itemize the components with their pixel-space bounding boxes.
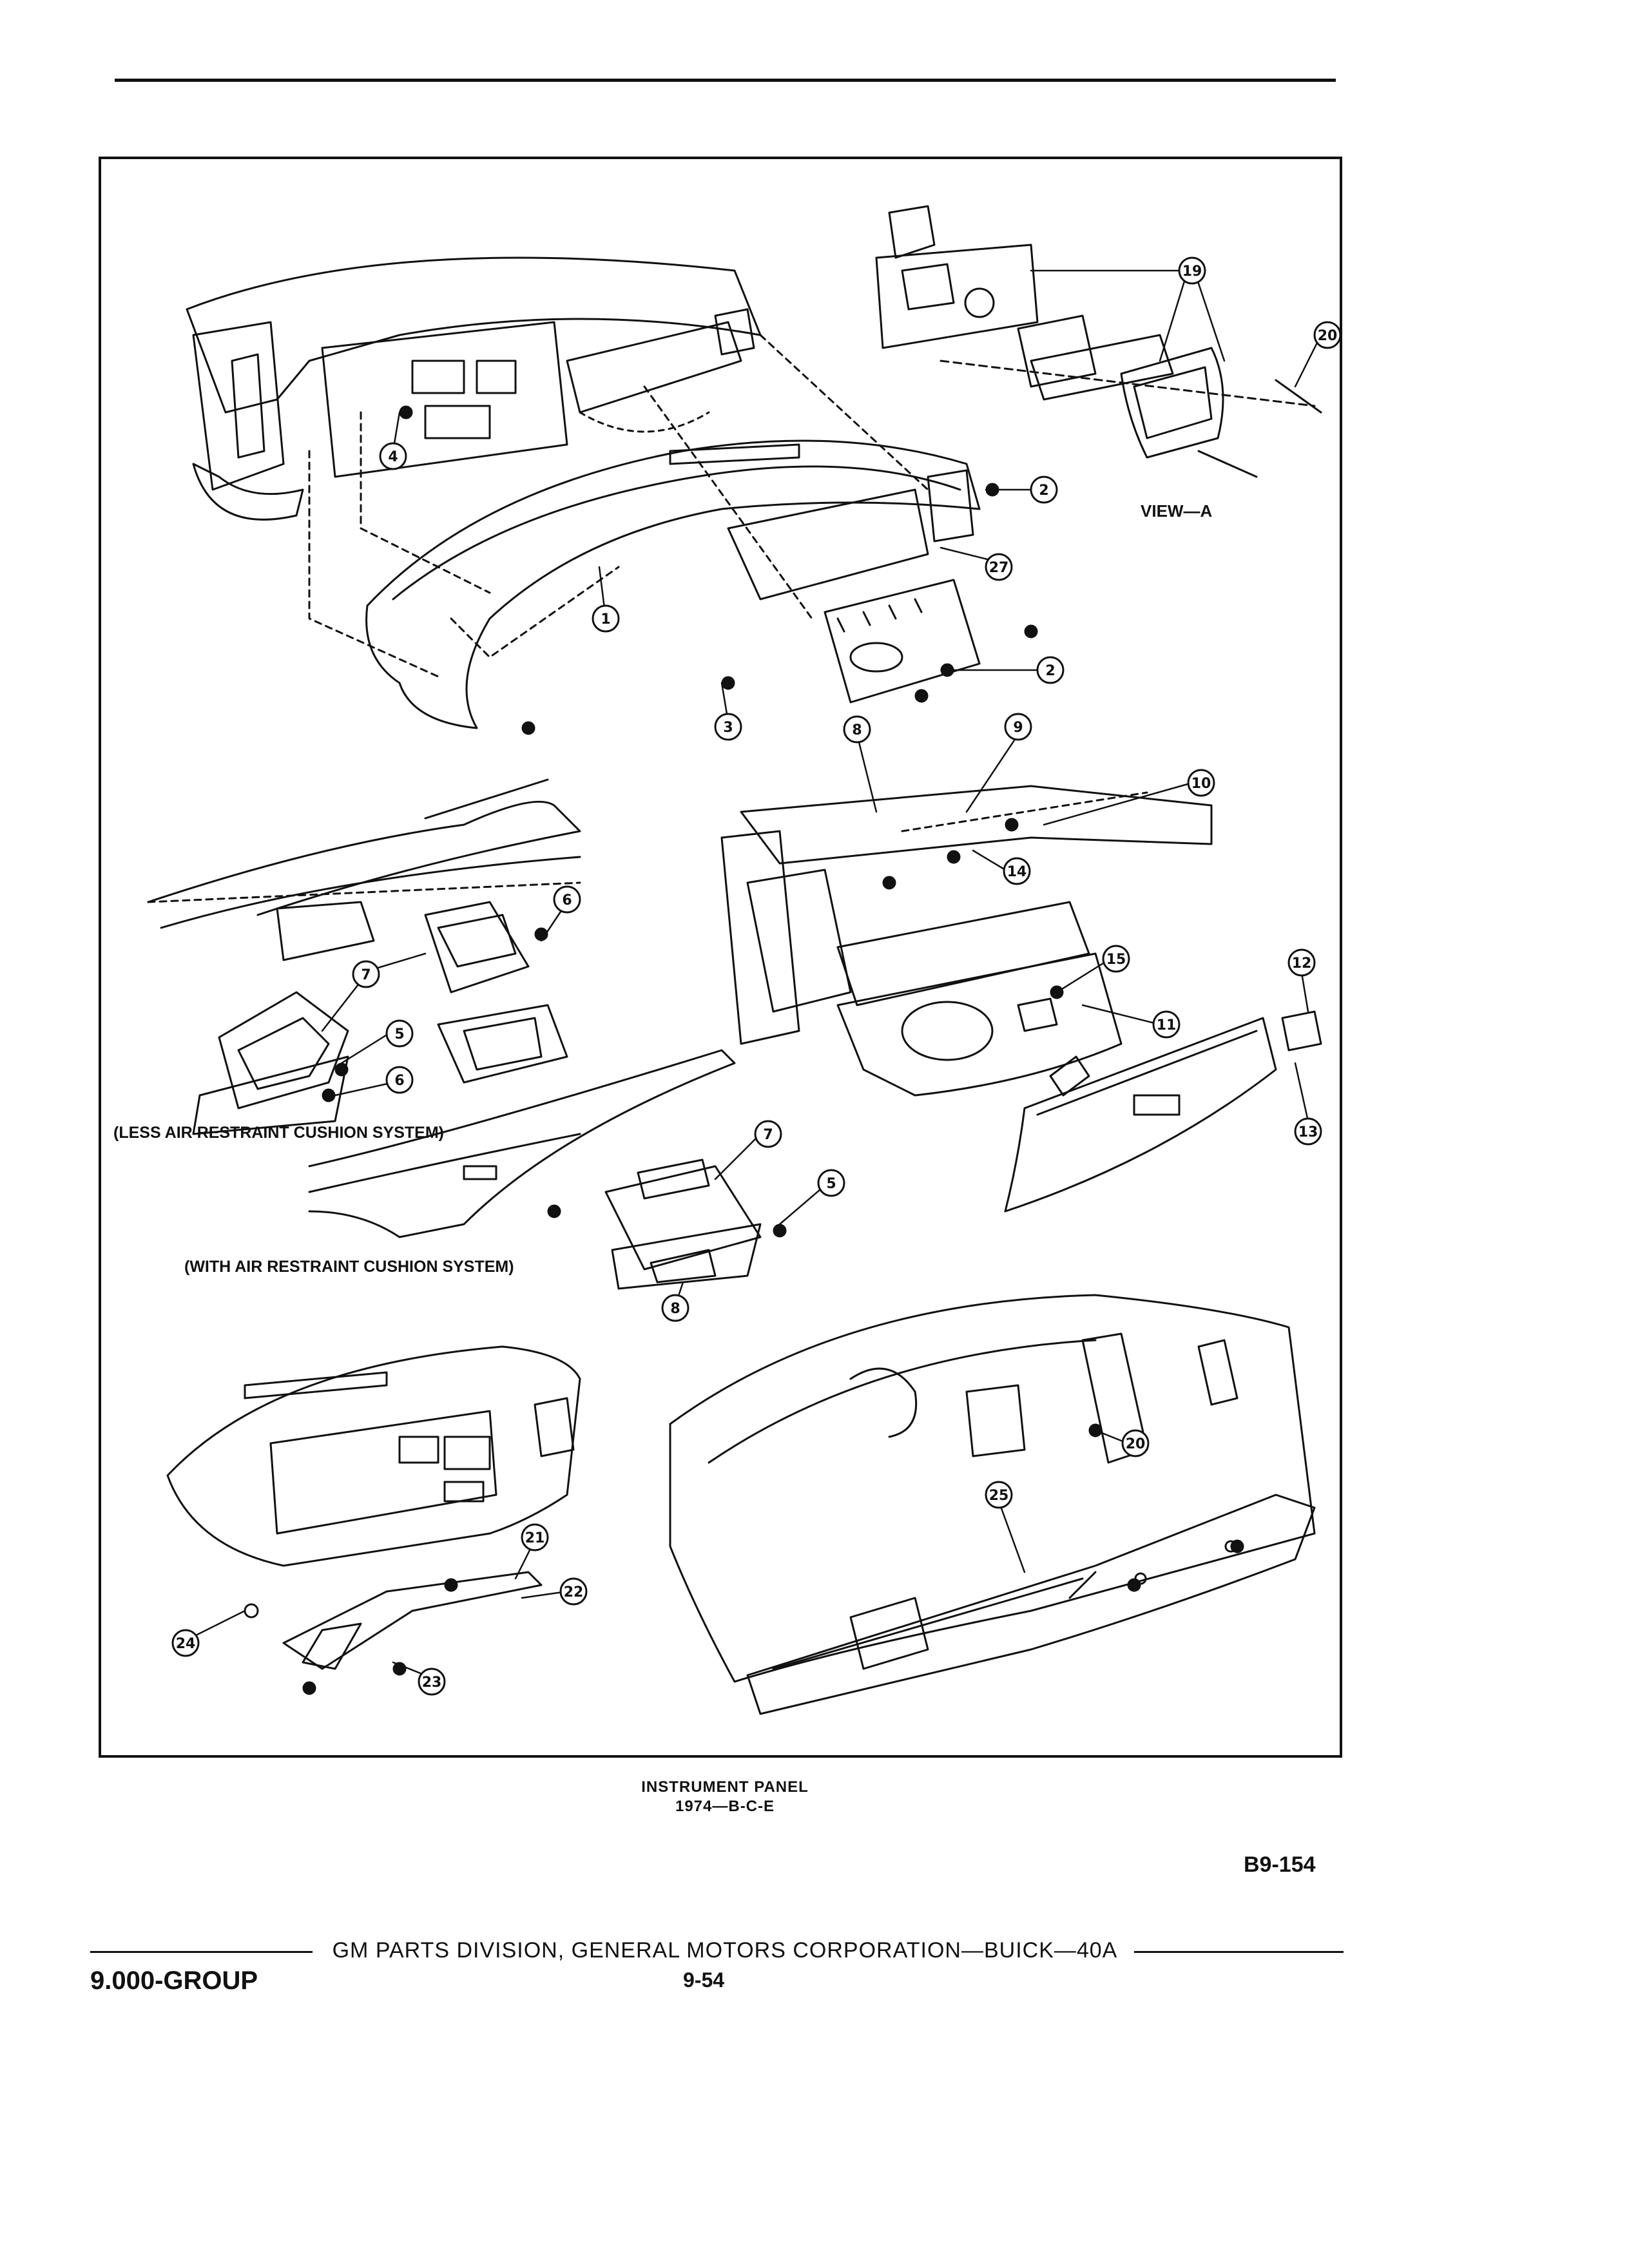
air-cushion-bracket [308, 1049, 762, 1290]
page-number: 9-54 [683, 1968, 725, 1992]
glove-box-assembly [720, 785, 1322, 1213]
callout-1: 1 [601, 611, 610, 628]
callout-leaders [192, 269, 1322, 1677]
callout-19: 19 [1182, 264, 1202, 280]
fasteners [302, 405, 1244, 1695]
callout-23: 23 [422, 1675, 442, 1691]
callout-3: 3 [723, 720, 733, 736]
upper-dash-assembly [186, 256, 762, 521]
callout-5-upper: 5 [394, 1026, 404, 1043]
less-air-restraint-label: (LESS AIR RESTRAINT CUSHION SYSTEM) [113, 1124, 444, 1142]
top-rule [115, 79, 1336, 82]
caption-subtitle: 1974—B-C-E [675, 1798, 775, 1815]
callout-12: 12 [1292, 956, 1312, 972]
callout-22: 22 [564, 1584, 584, 1600]
callout-7-upper: 7 [361, 967, 371, 983]
callout-circles [171, 256, 1342, 1696]
callout-20-lower: 20 [1126, 1436, 1146, 1452]
diagram-frame [99, 157, 1342, 1758]
callout-8-upper: 8 [852, 722, 862, 738]
figure-code: B9-154 [1244, 1852, 1316, 1877]
callout-9: 9 [1013, 720, 1023, 736]
callout-6-lower: 6 [394, 1073, 404, 1089]
callout-6-upper: 6 [562, 892, 572, 908]
callout-4: 4 [388, 449, 398, 465]
footer-publisher-line: GM PARTS DIVISION, GENERAL MOTORS CORPOR… [332, 1938, 1118, 1963]
center-outlet-ducts [147, 778, 581, 1135]
footer-rule-left [90, 1951, 313, 1953]
callout-25: 25 [989, 1488, 1009, 1504]
group-label: 9.000-GROUP [90, 1966, 258, 1995]
callout-15: 15 [1106, 952, 1126, 968]
callout-7-lower: 7 [763, 1127, 773, 1143]
lower-left-dash [166, 1345, 581, 1670]
callout-11: 11 [1157, 1017, 1177, 1033]
callout-14: 14 [1007, 864, 1027, 880]
callout-10: 10 [1191, 776, 1211, 792]
instrument-panel-pad [308, 334, 981, 729]
callout-20: 20 [1318, 328, 1338, 344]
callout-27: 27 [989, 560, 1009, 576]
callout-5-lower: 5 [826, 1176, 836, 1192]
callout-24: 24 [176, 1636, 196, 1652]
caption-title: INSTRUMENT PANEL [641, 1778, 809, 1796]
callout-8-lower: 8 [670, 1301, 680, 1317]
callout-21: 21 [525, 1530, 545, 1546]
callout-13: 13 [1298, 1124, 1318, 1140]
callout-2-lower: 2 [1045, 663, 1055, 679]
with-air-restraint-label: (WITH AIR RESTRAINT CUSHION SYSTEM) [184, 1258, 514, 1276]
footer-rule-right [1134, 1951, 1344, 1953]
view-a-label: VIEW—A [1141, 501, 1212, 521]
view-a-outlet-assembly [875, 205, 1322, 478]
callout-2-upper: 2 [1039, 483, 1048, 499]
